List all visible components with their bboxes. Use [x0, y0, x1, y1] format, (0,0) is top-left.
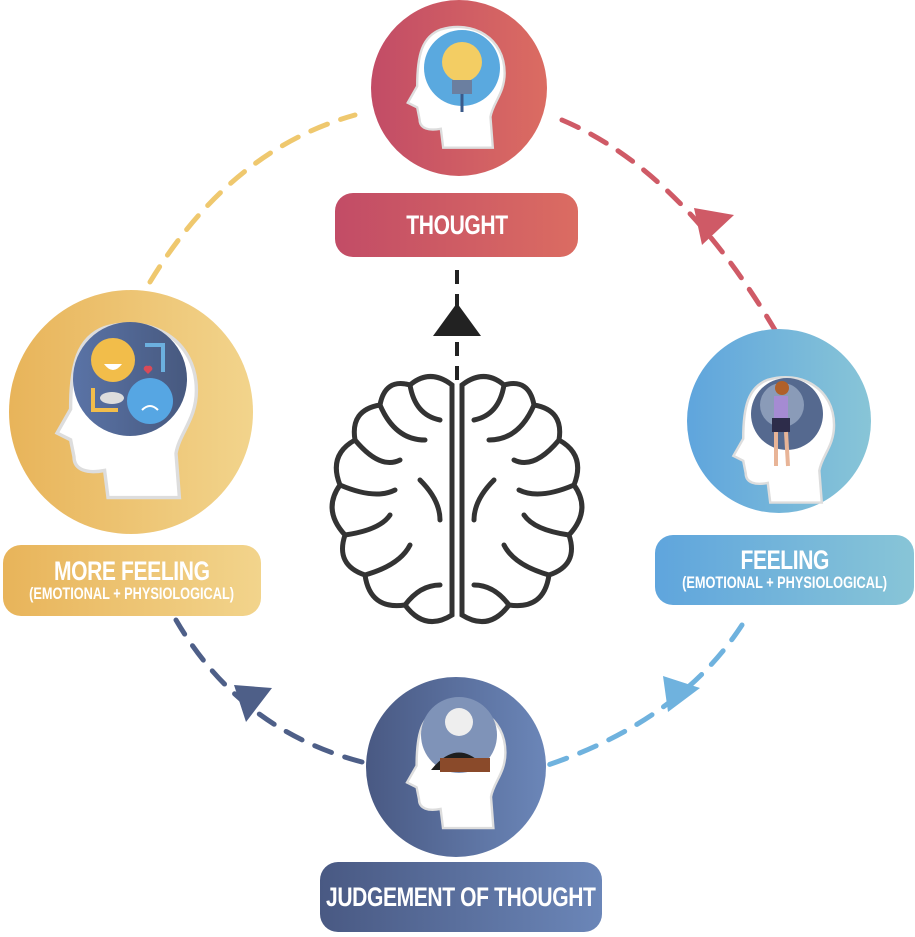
arrow-navy-icon: [234, 685, 272, 722]
more-feeling-node-icon: [9, 290, 253, 534]
more-feeling-title: MORE FEELING: [54, 555, 210, 586]
arc-judgement-to-more: [173, 617, 365, 765]
feeling-title: FEELING: [740, 545, 829, 576]
judgement-label: JUDGEMENT OF THOUGHT: [320, 862, 602, 932]
feeling-label: FEELING (EMOTIONAL + PHYSIOLOGICAL): [655, 535, 914, 605]
arc-feeling-to-judgement: [545, 622, 745, 768]
arrow-up-icon: [433, 303, 481, 336]
arrow-red-icon: [694, 208, 734, 245]
feeling-node-icon: [687, 329, 871, 513]
more-feeling-label: MORE FEELING (EMOTIONAL + PHYSIOLOGICAL): [3, 545, 261, 616]
arc-more-to-thought: [147, 112, 358, 285]
judgement-node-icon: [366, 677, 546, 857]
arc-thought-to-feeling: [559, 117, 778, 333]
brain-icon: [329, 374, 585, 625]
thought-title: THOUGHT: [405, 209, 508, 240]
thought-label: THOUGHT: [335, 193, 578, 257]
more-feeling-subtitle: (EMOTIONAL + PHYSIOLOGICAL): [29, 583, 235, 603]
judgement-title: JUDGEMENT OF THOUGHT: [326, 881, 596, 912]
feeling-subtitle: (EMOTIONAL + PHYSIOLOGICAL): [682, 573, 887, 593]
arrow-blue-icon: [663, 676, 700, 712]
thought-node-icon: [371, 0, 547, 176]
